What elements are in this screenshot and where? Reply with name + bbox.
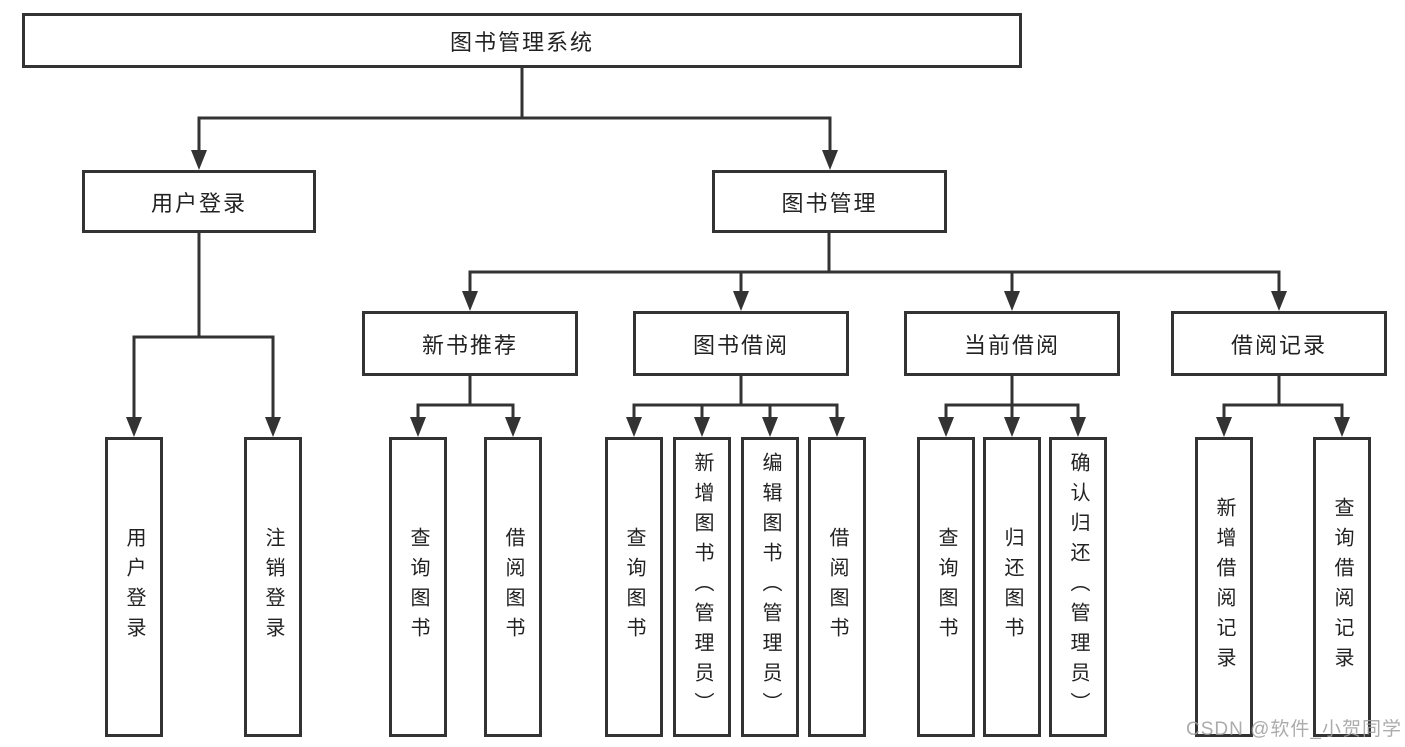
node-new-book-recommendation: 新书推荐 — [362, 311, 578, 376]
node-label: 编辑图书（管理员） — [759, 452, 781, 722]
leaf-user-login: 用户登录 — [105, 437, 163, 737]
leaf-query-books-current: 查询图书 — [917, 437, 975, 737]
node-current-borrowing: 当前借阅 — [904, 311, 1120, 376]
node-label: 新增借阅记录 — [1213, 497, 1235, 677]
node-borrowing-records: 借阅记录 — [1171, 311, 1387, 376]
leaf-edit-book-admin: 编辑图书（管理员） — [741, 437, 799, 737]
node-label: 查询借阅记录 — [1331, 497, 1353, 677]
node-label: 归还图书 — [1001, 527, 1023, 647]
leaf-return-books: 归还图书 — [983, 437, 1041, 737]
node-label: 当前借阅 — [963, 332, 1060, 358]
node-label: 确认归还（管理员） — [1067, 452, 1089, 722]
node-library-management-system: 图书管理系统 — [22, 13, 1022, 68]
node-label: 新书推荐 — [421, 332, 518, 358]
node-label: 用户登录 — [123, 527, 145, 647]
leaf-query-books-borrowing: 查询图书 — [605, 437, 663, 737]
node-label: 查询图书 — [623, 527, 645, 647]
node-label: 注销登录 — [262, 527, 284, 647]
leaf-query-borrow-record: 查询借阅记录 — [1313, 437, 1371, 737]
node-label: 借阅记录 — [1230, 332, 1327, 358]
node-label: 新增图书（管理员） — [691, 452, 713, 722]
node-user-login: 用户登录 — [82, 170, 316, 233]
arrowheads — [126, 150, 1350, 437]
node-label: 图书管理系统 — [449, 29, 594, 55]
node-label: 借阅图书 — [826, 527, 848, 647]
node-book-management: 图书管理 — [712, 170, 947, 233]
leaf-logout: 注销登录 — [244, 437, 302, 737]
leaf-add-borrow-record: 新增借阅记录 — [1195, 437, 1253, 737]
node-label: 查询图书 — [935, 527, 957, 647]
node-label: 图书管理 — [781, 190, 878, 216]
node-label: 查询图书 — [407, 527, 429, 647]
node-label: 图书借阅 — [692, 332, 789, 358]
leaf-add-book-admin: 新增图书（管理员） — [673, 437, 731, 737]
leaf-query-books-recommendation: 查询图书 — [389, 437, 447, 737]
node-label: 借阅图书 — [502, 527, 524, 647]
csdn-watermark: CSDN @软件_小贺同学 — [1186, 719, 1402, 740]
leaf-borrow-books-recommendation: 借阅图书 — [484, 437, 542, 737]
node-label: 用户登录 — [150, 190, 247, 216]
leaf-confirm-return-admin: 确认归还（管理员） — [1049, 437, 1107, 737]
leaf-borrow-books: 借阅图书 — [808, 437, 866, 737]
node-book-borrowing: 图书借阅 — [633, 311, 849, 376]
